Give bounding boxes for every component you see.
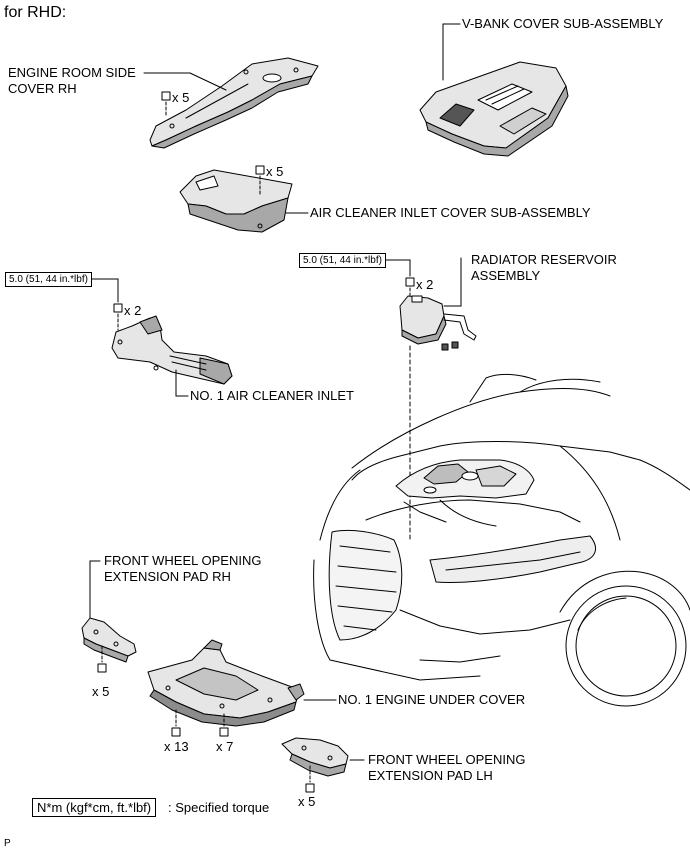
bolt-reservoir [405,277,415,299]
count-inlet-cover: x 5 [266,164,284,179]
extension-pad-rh [81,617,137,663]
count-pad-lh: x 5 [298,794,316,809]
count-under-13: x 13 [164,739,189,754]
no1-air-cleaner-inlet [111,315,233,385]
label-engine-room-side-cover-line1: ENGINE ROOM SIDE [8,65,136,80]
bolt-pad-lh [305,765,315,793]
v-bank-cover [419,61,569,157]
label-air-cleaner-inlet-cover: AIR CLEANER INLET COVER SUB-ASSEMBLY [310,205,591,220]
engine-room-side-cover-rh [149,57,319,149]
bolt-under-13 [171,709,181,737]
label-pad-lh-line2: EXTENSION PAD LH [368,768,493,783]
count-air-cleaner: x 2 [124,303,142,318]
bolt-side-cover [161,91,171,117]
label-pad-lh-line1: FRONT WHEEL OPENING [368,752,526,767]
page-title: for RHD: [4,4,67,21]
count-reservoir: x 2 [416,277,434,292]
torque-box-air-cleaner: 5.0 (51, 44 in.*lbf) [5,272,92,287]
extension-pad-lh [281,737,349,777]
label-radiator-reservoir-line2: ASSEMBLY [471,268,541,283]
label-v-bank-cover: V-BANK COVER SUB-ASSEMBLY [462,16,664,31]
torque-box-reservoir: 5.0 (51, 44 in.*lbf) [299,253,386,268]
legend-torque-text: : Specified torque [168,800,270,815]
legend-torque-box: N*m (kgf*cm, ft.*lbf) [32,798,157,817]
no1-engine-under-cover [147,639,305,727]
radiator-reservoir [399,295,477,351]
bolt-pad-rh [97,645,107,673]
count-under-7: x 7 [216,739,234,754]
label-no1-engine-under-cover: NO. 1 ENGINE UNDER COVER [338,692,526,707]
bolt-inlet-cover [255,165,265,197]
count-side-cover: x 5 [172,90,190,105]
label-no1-air-cleaner-inlet: NO. 1 AIR CLEANER INLET [190,388,354,403]
bolt-under-7 [219,713,229,737]
leader-side-cover-2 [189,72,227,91]
count-pad-rh: x 5 [92,684,110,699]
label-pad-rh-line1: FRONT WHEEL OPENING [104,553,262,568]
footer-code: P [4,838,11,849]
label-radiator-reservoir-line1: RADIATOR RESERVOIR [471,252,617,267]
vehicle-front [313,373,690,707]
air-cleaner-inlet-cover [179,169,293,233]
label-pad-rh-line2: EXTENSION PAD RH [104,569,231,584]
bolt-air-cleaner [113,303,123,331]
label-engine-room-side-cover-line2: COVER RH [8,81,77,96]
